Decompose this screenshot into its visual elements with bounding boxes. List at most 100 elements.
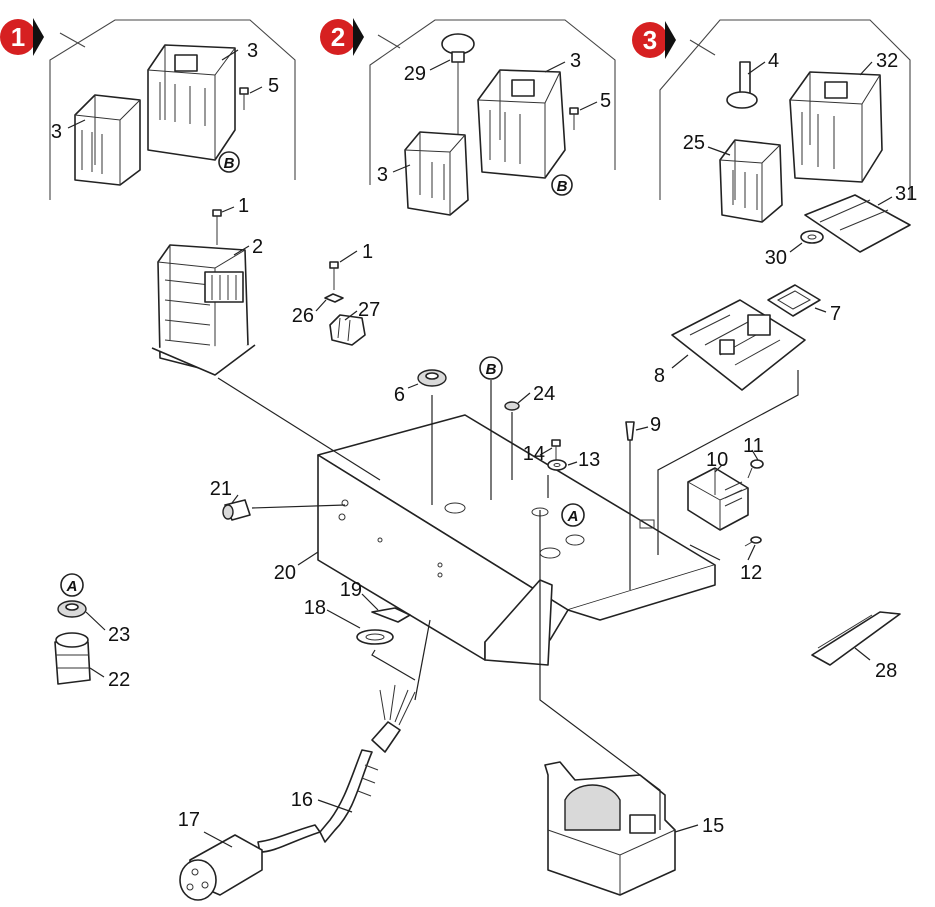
- standoff-9: [625, 421, 635, 590]
- overload-relay-g2: [404, 131, 469, 216]
- group-1-outline: [49, 19, 296, 200]
- label-g1-3b: 3: [247, 40, 258, 62]
- cable-16: [257, 749, 379, 853]
- label-g1-3a: 3: [51, 121, 62, 143]
- group-2-outline: [369, 19, 616, 185]
- label-p12: 12: [740, 562, 762, 584]
- label-g3-30: 30: [765, 247, 787, 269]
- label-p17: 17: [178, 809, 200, 831]
- gasket-7: [767, 284, 821, 317]
- label-p1-a: 1: [238, 195, 249, 217]
- button-cap-g2: [441, 33, 475, 145]
- screw-p1-mid: [329, 261, 339, 290]
- din-rail-g3: [804, 194, 911, 253]
- overload-relay-g3: [719, 139, 783, 223]
- label-g3-32: 32: [876, 50, 898, 72]
- leader-pcb-base: [657, 370, 799, 555]
- grommet-6: [417, 369, 447, 505]
- contactor-g2: [477, 69, 566, 179]
- label-p7: 7: [830, 303, 841, 325]
- ignition-transformer-15: [544, 761, 676, 896]
- label-p20: 20: [274, 562, 296, 584]
- leader-base-cable: [414, 619, 431, 701]
- part-labels: 3 3 5 29 3 5 3 4 32 25 31 30 1 2 1 26 27…: [51, 40, 917, 837]
- svg-text:A: A: [66, 578, 78, 595]
- screw-11: [747, 459, 764, 479]
- a-ref-base: A: [561, 503, 585, 527]
- tool-28: [811, 611, 901, 666]
- label-p1-b: 1: [362, 241, 373, 263]
- b-ref-g2: B: [551, 174, 573, 196]
- pcb-board: [671, 299, 806, 391]
- clip-26: [324, 293, 344, 303]
- svg-text:B: B: [224, 155, 235, 172]
- label-p18: 18: [304, 597, 326, 619]
- washer-13: [547, 459, 567, 498]
- label-g3-31: 31: [895, 183, 917, 205]
- group-1-badge: 1: [0, 18, 44, 56]
- leader-18-cable: [371, 649, 416, 681]
- svg-text:3: 3: [643, 25, 657, 55]
- group-2-badge: 2: [320, 18, 364, 56]
- cable-wires: [371, 684, 416, 753]
- contactor-g1: [147, 44, 236, 161]
- label-p15: 15: [702, 815, 724, 837]
- label-p26: 26: [292, 305, 314, 327]
- locknut-23: [57, 600, 87, 618]
- label-p11: 11: [743, 435, 764, 457]
- terminal-block-27: [329, 314, 366, 346]
- plug-17: [179, 834, 263, 901]
- label-p10: 10: [706, 449, 728, 471]
- label-p27: 27: [358, 299, 380, 321]
- label-g1-5: 5: [268, 75, 279, 97]
- label-p13: 13: [578, 449, 600, 471]
- a-ref-side: A: [60, 573, 84, 597]
- overload-relay-g1: [74, 94, 141, 186]
- switch-10: [687, 467, 749, 531]
- label-g2-3b: 3: [570, 50, 581, 72]
- screw-g2-5: [569, 107, 579, 130]
- svg-text:1: 1: [11, 22, 25, 52]
- screw-14: [551, 439, 561, 460]
- group-3-leader: [689, 39, 716, 56]
- knob-g3: [726, 61, 758, 109]
- svg-text:2: 2: [331, 22, 345, 52]
- label-g2-5: 5: [600, 90, 611, 112]
- leader-transformer-base: [217, 377, 381, 481]
- svg-text:B: B: [486, 361, 497, 378]
- screw-g1-5: [239, 87, 249, 110]
- label-p22: 22: [108, 669, 130, 691]
- washer-g3-30: [800, 230, 824, 244]
- label-p28: 28: [875, 660, 897, 682]
- b-ref-base: B: [479, 356, 503, 500]
- leader-base-15: [539, 510, 661, 830]
- nut-24: [504, 401, 520, 480]
- label-p19: 19: [340, 579, 362, 601]
- label-p9: 9: [650, 414, 661, 436]
- transformer: [151, 244, 256, 376]
- label-g2-3a: 3: [377, 164, 388, 186]
- cable-gland-22: [54, 632, 91, 685]
- svg-text:B: B: [557, 178, 568, 195]
- svg-text:A: A: [567, 508, 579, 525]
- group-3-outline: [659, 19, 911, 200]
- group-3-badge: 3: [632, 21, 676, 59]
- indicator-lamp-21: [222, 499, 346, 521]
- label-g3-4: 4: [768, 50, 779, 72]
- leader-12: [689, 544, 721, 561]
- clip-19: [371, 607, 411, 623]
- label-p23: 23: [108, 624, 130, 646]
- base-plate: [317, 414, 716, 666]
- label-g3-25: 25: [683, 132, 705, 154]
- label-p24: 24: [533, 383, 555, 405]
- screw-12: [744, 536, 762, 547]
- ring-18: [356, 629, 394, 645]
- label-p8: 8: [654, 365, 665, 387]
- label-p16: 16: [291, 789, 313, 811]
- label-p21: 21: [210, 478, 232, 500]
- label-g2-29: 29: [404, 63, 426, 85]
- b-ref-g1: B: [218, 151, 240, 173]
- label-p6: 6: [394, 384, 405, 406]
- group-2-leader: [377, 34, 401, 49]
